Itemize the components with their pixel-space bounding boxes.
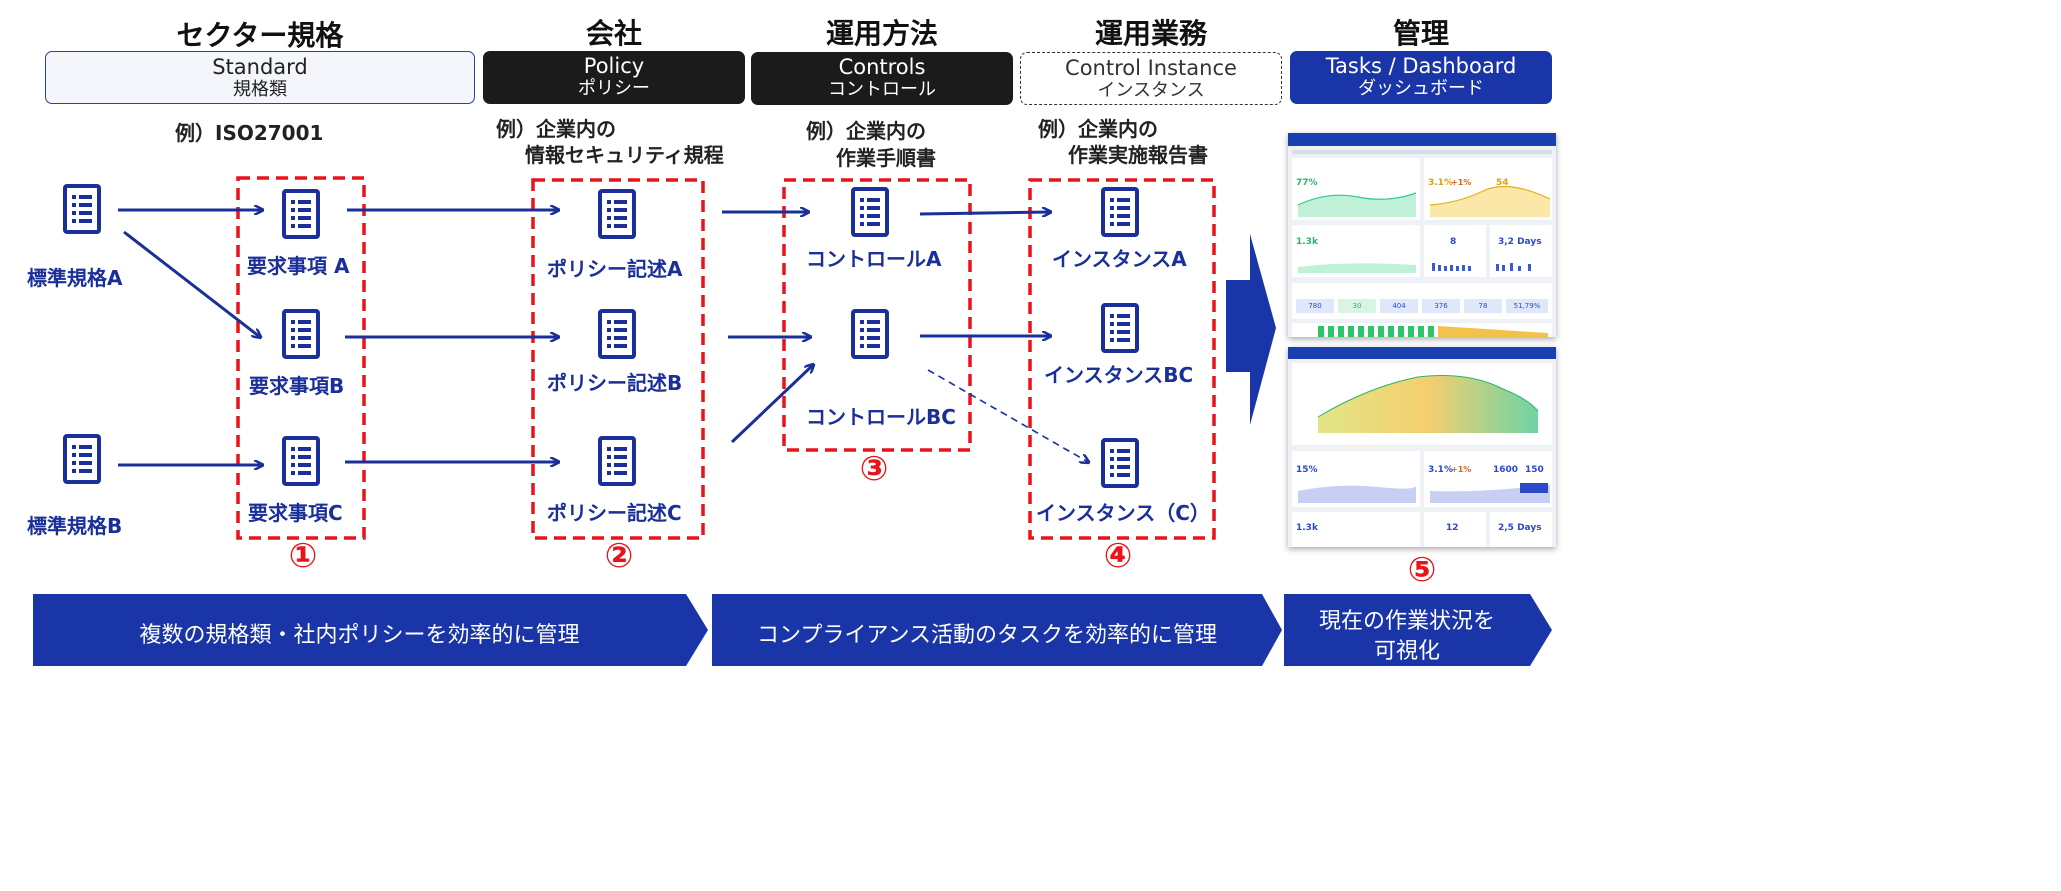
dashboard-1-row-value-3: 404	[1392, 302, 1406, 310]
document-icon	[598, 309, 636, 359]
example-controls-line2: 作業手順書	[836, 146, 936, 170]
controls-pill-sub: コントロール	[828, 79, 936, 100]
chevron-right-icon	[1226, 234, 1278, 425]
document-icon	[282, 436, 320, 486]
document-icon	[282, 189, 320, 239]
flow-diagram	[33, 176, 1552, 666]
banner-left-shape	[33, 594, 708, 666]
step-number-2: ②	[604, 536, 634, 576]
dashboard-1-row-value-2: 30	[1352, 302, 1362, 310]
dashboard-2-kpi-2: 3.1%	[1428, 465, 1453, 475]
document-icon	[598, 436, 636, 486]
source-label-a: 標準規格A	[27, 266, 123, 290]
example-controls-line1: 例）企業内の	[806, 119, 926, 143]
dashboard-2-kpi-3: 1600	[1493, 465, 1519, 475]
document-icon	[282, 309, 320, 359]
dashboard-1-kpi-2-delta: +1%	[1451, 178, 1472, 187]
dashboard-1-kpi-6: 3,2 Days	[1498, 237, 1542, 247]
arrow-right-icon	[919, 212, 1050, 214]
controls-pill-main: Controls	[838, 55, 926, 79]
example-standard: 例）ISO27001	[175, 121, 324, 145]
instances-group-box	[1028, 178, 1216, 540]
column-title-manage: 管理	[1392, 17, 1449, 50]
banner-middle-shape	[712, 594, 1282, 666]
dashboard-2-kpi-7: 2,5 Days	[1498, 523, 1542, 533]
column-title-policy: 会社	[585, 17, 642, 50]
dashboard-2-graphic	[1288, 347, 1556, 547]
instance-label-a: インスタンスA	[1052, 247, 1187, 271]
dashboard-screenshot-2: 15% 3.1% +1% 1600 150 1.3k 12 2,5 Days	[1288, 347, 1556, 547]
document-icon	[598, 189, 636, 239]
column-title-instance: 運用業務	[1094, 17, 1207, 50]
standard-pill-main: Standard	[212, 55, 308, 79]
dashboard-1-row-value-4: 376	[1434, 302, 1448, 310]
control-label-bc: コントロールBC	[806, 405, 956, 429]
dashboard-1-graphic	[1288, 133, 1556, 337]
standard-pill-sub: 規格類	[233, 79, 287, 100]
example-instance-line2: 作業実施報告書	[1068, 143, 1208, 167]
step-number-3: ③	[859, 449, 889, 489]
dashboard-2-kpi-2-delta: +1%	[1451, 465, 1472, 474]
dashboard-1-kpi-4: 1.3k	[1296, 237, 1318, 247]
dashboard-2-kpi-4: 150	[1525, 465, 1544, 475]
dashboard-2-kpi-5: 1.3k	[1296, 523, 1318, 533]
banner-middle-text: コンプライアンス活動のタスクを効率的に管理	[756, 623, 1218, 648]
requirement-label-b: 要求事項B	[249, 374, 345, 398]
dashed-arrow-icon	[927, 369, 1088, 462]
banner-left-text: 複数の規格類・社内ポリシーを効率的に管理	[139, 623, 580, 648]
dashboard-1-row-value-1: 780	[1308, 302, 1322, 310]
document-icon	[63, 184, 101, 234]
dashboard-screenshot-1: 77% 3.1% +1% 54 1.3k 8 3,2 Days 780 30 4…	[1288, 133, 1556, 337]
column-title-controls: 運用方法	[825, 17, 938, 50]
banner-right-line1: 現在の作業状況を	[1318, 609, 1495, 634]
dashboard-2-kpi-6: 12	[1446, 523, 1459, 533]
control-label-a: コントロールA	[806, 247, 942, 271]
document-icon	[1101, 187, 1139, 237]
policy-pill-main: Policy	[583, 54, 645, 78]
policies-group-box	[531, 178, 705, 540]
dashboard-pill: Tasks / Dashboard ダッシュボード	[1290, 51, 1552, 104]
requirements-group-box	[236, 176, 366, 540]
step-number-5: ⑤	[1407, 550, 1437, 590]
document-icon	[1101, 303, 1139, 353]
source-label-b: 標準規格B	[27, 514, 123, 538]
banner-right-shape	[1284, 594, 1552, 666]
dashboard-1-kpi-1: 77%	[1296, 178, 1318, 188]
example-policy-line1: 例）企業内の	[496, 117, 616, 141]
standard-pill: Standard 規格類	[45, 51, 475, 104]
document-icon	[1101, 438, 1139, 488]
policy-pill-sub: ポリシー	[578, 78, 650, 99]
controls-pill: Controls コントロール	[751, 52, 1013, 105]
example-instance-line1: 例）企業内の	[1038, 117, 1158, 141]
document-icon	[63, 434, 101, 484]
dashboard-1-kpi-2: 3.1%	[1428, 178, 1453, 188]
column-title-standard: セクター規格	[176, 19, 344, 52]
instance-label-c: インスタンス（C）	[1036, 501, 1210, 525]
instance-pill-main: Control Instance	[1065, 56, 1237, 80]
dashboard-2-kpi-1: 15%	[1296, 465, 1318, 475]
requirement-label-c: 要求事項C	[248, 501, 343, 525]
banner-right-line2: 可視化	[1373, 639, 1440, 664]
example-policy-line2: 情報セキュリティ規程	[525, 143, 724, 167]
requirement-label-a: 要求事項 A	[247, 254, 350, 278]
arrow-right-icon	[730, 365, 813, 444]
dashboard-pill-sub: ダッシュボード	[1358, 78, 1484, 99]
instance-pill: Control Instance インスタンス	[1020, 52, 1282, 105]
document-icon	[851, 187, 889, 237]
policy-pill: Policy ポリシー	[483, 51, 745, 104]
step-number-1: ①	[288, 536, 318, 576]
instance-label-bc: インスタンスBC	[1044, 363, 1194, 387]
policy-label-c: ポリシー記述C	[547, 501, 682, 525]
instance-pill-sub: インスタンス	[1097, 80, 1205, 101]
step-number-4: ④	[1103, 536, 1133, 576]
dashboard-1-row-value-6: 51,79%	[1513, 302, 1541, 310]
dashboard-pill-main: Tasks / Dashboard	[1325, 54, 1517, 78]
policy-label-a: ポリシー記述A	[547, 257, 683, 281]
arrow-right-icon	[123, 230, 260, 337]
dashboard-1-kpi-3: 54	[1496, 178, 1509, 188]
dashboard-1-row-value-5: 78	[1478, 302, 1488, 310]
dashboard-1-kpi-5: 8	[1450, 237, 1457, 247]
policy-label-b: ポリシー記述B	[547, 371, 683, 395]
document-icon	[851, 309, 889, 359]
